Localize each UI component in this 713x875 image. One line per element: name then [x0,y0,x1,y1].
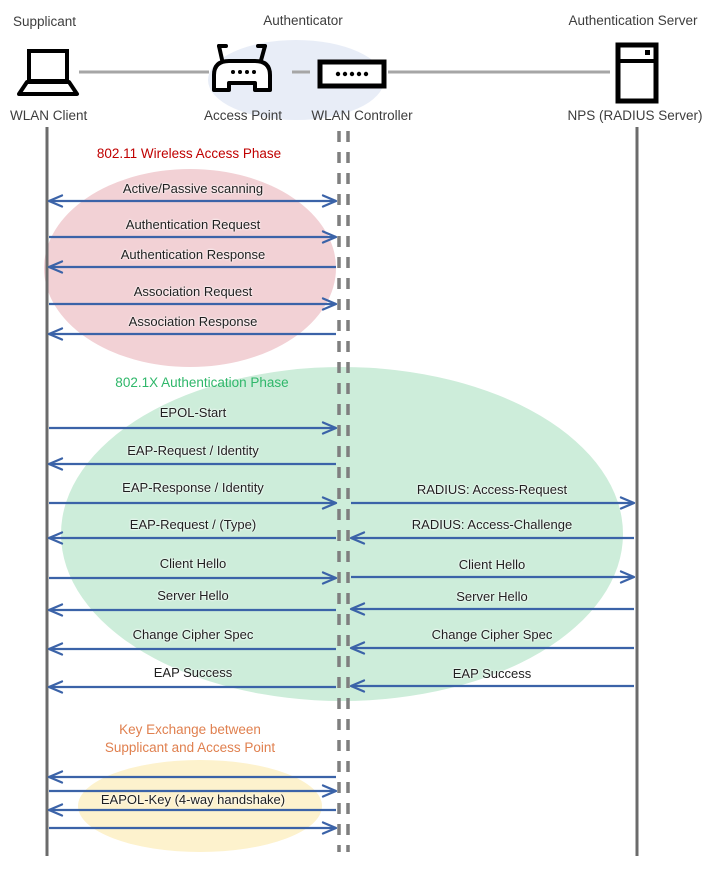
message-label: EAP Success [452,666,532,681]
message-label: EAP-Request / (Type) [129,517,257,532]
message-label: RADIUS: Access-Challenge [411,517,573,532]
device-label-wlan-controller: WLAN Controller [311,108,413,123]
arrowhead [321,297,338,311]
arrowhead [321,421,338,435]
arrowhead [47,531,64,545]
device-label-access-point: Access Point [203,108,283,123]
actor-role-supplicant: Supplicant [13,14,77,29]
arrowhead [321,496,338,510]
message-label: Change Cipher Spec [431,627,553,642]
server-icon [615,42,659,104]
arrowhead [47,603,64,617]
message-label: Active/Passive scanning [122,181,264,196]
message-label: EAP Success [153,665,233,680]
message-label: Server Hello [456,589,528,604]
arrowhead [321,784,338,798]
message-label: Authentication Request [125,217,261,232]
actor-role-authenticator: Authenticator [263,13,343,28]
arrowhead [47,770,64,784]
phase-3-title-line1: Key Exchange between [119,722,261,737]
arrowhead [47,457,64,471]
laptop-icon [17,49,79,96]
arrowhead [47,260,64,274]
device-label-wlan-client: WLAN Client [10,108,88,123]
message-label: EPOL-Start [159,405,227,420]
message-label: Client Hello [458,557,526,572]
phase-3-title-line2: Supplicant and Access Point [104,740,276,755]
phase-1-title: 802.11 Wireless Access Phase [96,146,282,161]
arrowhead [321,571,338,585]
arrowhead [47,642,64,656]
message-label: Association Response [128,314,258,329]
access-point-icon [212,44,272,92]
arrowhead [47,680,64,694]
arrowhead [47,327,64,341]
wlan-controller-icon [317,59,387,89]
message-label: Authentication Response [120,247,266,262]
arrowhead [349,679,366,693]
message-label: EAP-Request / Identity [127,443,259,458]
arrowhead [321,821,338,835]
device-label-nps-radius-server: NPS (RADIUS Server) [567,108,703,123]
message-label: EAPOL-Key (4-way handshake) [100,792,286,807]
arrowhead [47,194,64,208]
message-label: EAP-Response / Identity [122,480,264,495]
arrowhead [321,194,338,208]
arrowhead [349,531,366,545]
actor-role-authentication-server: Authentication Server [568,13,698,28]
arrowhead [321,230,338,244]
message-label: Association Request [133,284,253,299]
arrowhead [619,496,636,510]
message-label: Server Hello [157,588,229,603]
arrowhead [349,602,366,616]
arrowhead [47,803,64,817]
phase-2-ellipse [61,367,623,701]
phase-2-title: 802.1X Authentication Phase [115,375,289,390]
message-label: Client Hello [159,556,227,571]
message-label: RADIUS: Access-Request [416,482,568,497]
arrowhead [349,641,366,655]
arrowhead [619,570,636,584]
message-label: Change Cipher Spec [132,627,254,642]
